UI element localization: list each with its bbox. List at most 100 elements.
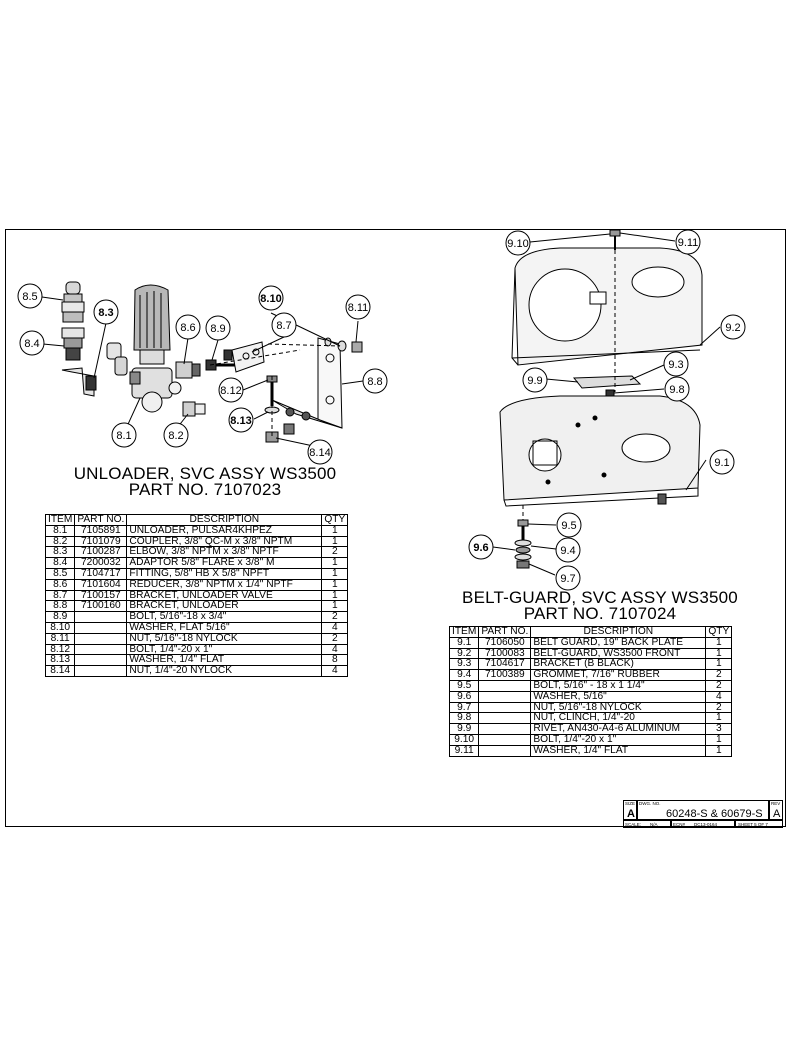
svg-text:8.12: 8.12: [220, 385, 241, 397]
item-cell: 8.11: [44, 632, 76, 645]
svg-text:9.5: 9.5: [561, 520, 576, 532]
sheet-value: SHEET 5 OF 7: [738, 822, 768, 827]
drawing-sheet-border: [5, 229, 786, 827]
callout-9-11: 9.11: [675, 229, 701, 255]
part-no-cell: 7200032: [74, 557, 128, 569]
callout-9-10: 9.10: [505, 230, 531, 256]
col-part-no: PART NO.: [478, 626, 532, 638]
size-value: A: [627, 808, 635, 820]
svg-text:9.6: 9.6: [473, 542, 488, 554]
qty-cell: 1: [705, 744, 733, 757]
item-cell: 8.1: [44, 524, 76, 537]
part-no-cell: 7100160: [74, 600, 128, 613]
qty-cell: 4: [321, 643, 349, 656]
belt-guard-back-plate: [499, 395, 701, 507]
qty-cell: 1: [321, 524, 349, 537]
unloader-part-number: PART NO. 7107023: [128, 480, 282, 499]
description-cell: FITTING, 5/8" HB X 5/8" NPFT: [126, 567, 323, 580]
svg-text:8.9: 8.9: [210, 323, 225, 335]
callout-8-6: 8.6: [175, 314, 201, 340]
qty-cell: 1: [321, 600, 349, 613]
svg-text:8.1: 8.1: [116, 430, 131, 442]
qty-cell: 4: [321, 665, 349, 677]
callout-8-9: 8.9: [205, 315, 231, 341]
callout-8-13: 8.13: [228, 407, 254, 433]
belt-guard-center-lines: [522, 250, 616, 520]
callout-8-8: 8.8: [362, 368, 388, 394]
item-cell: 8.7: [44, 589, 76, 602]
callout-8-12: 8.12: [218, 377, 244, 403]
part-no-cell: 7100287: [74, 546, 128, 559]
description-cell: GROMMET, 7/16" RUBBER: [530, 669, 707, 681]
svg-text:9.8: 9.8: [669, 384, 684, 396]
col-qty: QTY: [321, 514, 349, 526]
bolt-9-10: [609, 229, 621, 250]
item-cell: 8.9: [44, 611, 76, 623]
description-cell: BELT-GUARD, WS3500 FRONT: [530, 647, 707, 660]
qty-cell: 2: [705, 679, 733, 692]
assembly-center-lines: [209, 343, 341, 436]
callout-8-4: 8.4: [19, 330, 45, 356]
part-no-cell: 7101079: [74, 535, 128, 548]
part-no-cell: 7100157: [74, 589, 128, 602]
ecn-cell: ECN# DC13-0164: [671, 820, 735, 828]
col-qty: QTY: [705, 626, 733, 638]
title-block: SIZE A DWG. NO. 60248-S & 60679-S REV A …: [623, 800, 783, 828]
description-cell: BOLT, 1/4"-20 x 1": [530, 733, 707, 746]
size-cell: SIZE A: [623, 800, 637, 820]
elbow-fitting-upper: [106, 342, 128, 376]
size-label: SIZE: [625, 801, 636, 806]
description-cell: REDUCER, 3/8" NPTM x 1/4" NPTF: [126, 578, 323, 591]
svg-text:9.11: 9.11: [678, 237, 699, 249]
part-no-cell: 7100389: [478, 669, 532, 681]
qty-cell: 2: [321, 611, 349, 623]
bom-header-row: ITEM PART NO. DESCRIPTION QTY: [448, 626, 733, 638]
qty-cell: 1: [705, 712, 733, 725]
hose-barb-fitting: [61, 281, 85, 323]
svg-text:8.6: 8.6: [180, 322, 195, 334]
item-cell: 9.6: [448, 690, 480, 703]
item-cell: 8.3: [44, 546, 76, 559]
qty-cell: 2: [705, 701, 733, 714]
item-cell: 9.10: [448, 733, 480, 746]
item-cell: 8.5: [44, 567, 76, 580]
item-cell: 8.4: [44, 557, 76, 569]
callout-8-10: 8.10: [258, 285, 284, 311]
dwg-no-value: 60248-S & 60679-S: [666, 808, 763, 820]
part-no-cell: [74, 611, 128, 623]
callout-8-7: 8.7: [271, 312, 297, 338]
item-cell: 9.8: [448, 712, 480, 725]
scale-value: N/A: [650, 822, 658, 827]
callout-9-4: 9.4: [555, 537, 581, 563]
ecn-label: ECN#: [673, 822, 686, 827]
callout-8-11: 8.11: [345, 294, 371, 320]
beltguard-part-number: PART NO. 7107024: [523, 604, 677, 623]
qty-cell: 1: [321, 535, 349, 548]
unloader-body: [129, 284, 182, 413]
qty-cell: 1: [705, 636, 733, 649]
qty-cell: 1: [705, 733, 733, 746]
svg-text:9.10: 9.10: [507, 238, 528, 250]
part-no-cell: 7106050: [478, 636, 532, 649]
description-cell: RIVET, AN430-A4-6 ALUMINUM: [530, 723, 707, 735]
item-cell: 9.4: [448, 669, 480, 681]
part-no-cell: 7104717: [74, 567, 128, 580]
part-no-cell: [478, 733, 532, 746]
dwg-no-cell: DWG. NO. 60248-S & 60679-S: [637, 800, 769, 820]
ecn-value: DC13-0164: [694, 822, 718, 827]
scale-cell: SCALE: N/A: [623, 820, 671, 828]
black-bracket: [572, 375, 642, 389]
